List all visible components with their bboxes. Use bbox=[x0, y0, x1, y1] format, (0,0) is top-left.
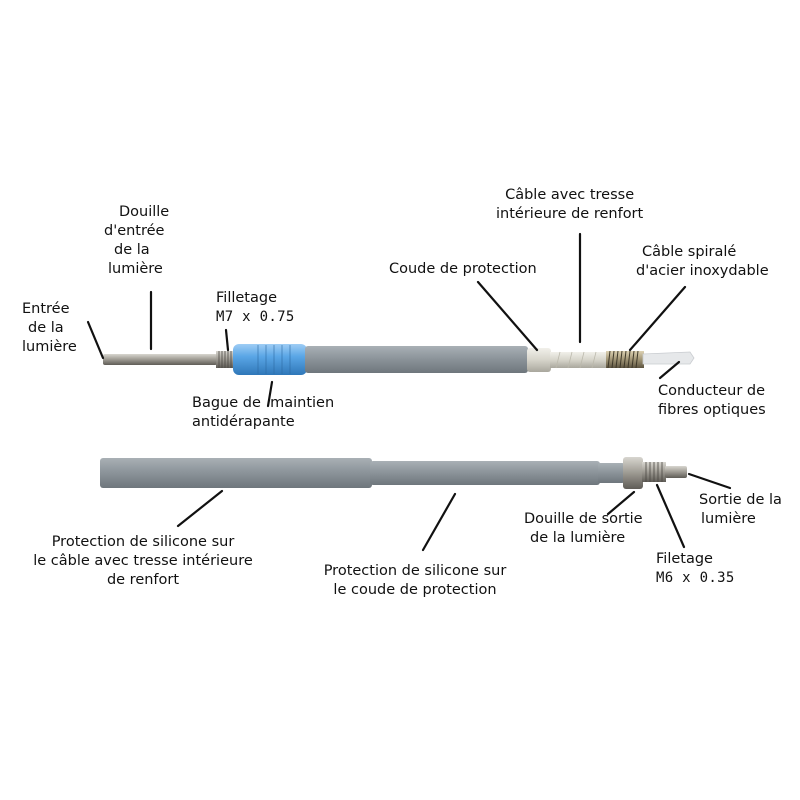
label-protection-coude: Protection de silicone sur le coude de p… bbox=[310, 562, 520, 600]
upper-cable bbox=[103, 344, 695, 375]
label-line: Câble spiralé bbox=[642, 244, 737, 260]
label-line: Filletage bbox=[216, 290, 277, 306]
label-line: le câble avec tresse intérieure bbox=[33, 553, 253, 569]
label-line: intérieure de renfort bbox=[496, 206, 644, 222]
braided-cable bbox=[550, 352, 608, 368]
leader-bague bbox=[266, 380, 274, 408]
leader-sortie bbox=[687, 472, 732, 490]
leader-douille-sortie bbox=[606, 490, 636, 516]
bend-protector bbox=[527, 348, 551, 372]
lower-bend-protector bbox=[370, 461, 600, 485]
label-line: fibres optiques bbox=[658, 402, 766, 418]
label-line: M6 x 0.35 bbox=[656, 570, 735, 586]
label-line: le coude de protection bbox=[333, 582, 497, 598]
label-line: M7 x 0.75 bbox=[216, 309, 295, 325]
label-line: Sortie de la bbox=[699, 492, 782, 508]
label-line: Bague de maintien bbox=[192, 395, 335, 411]
label-conducteur: Conducteur de fibres optiques bbox=[658, 382, 766, 420]
label-line: Conducteur de bbox=[658, 383, 766, 399]
leader-protection-coude bbox=[421, 492, 457, 552]
light-output-tip bbox=[665, 466, 687, 478]
label-line: Protection de silicone sur bbox=[51, 534, 235, 550]
label-entree-lumiere: Entrée de la lumière bbox=[22, 300, 77, 357]
leader-entree bbox=[86, 320, 105, 360]
label-douille-entree: Douille d'entrée de la lumière bbox=[104, 203, 169, 279]
label-protection-cable: Protection de silicone sur le câble avec… bbox=[18, 533, 268, 590]
label-line: lumière bbox=[701, 511, 756, 527]
label-sortie-lumiere: Sortie de la lumière bbox=[699, 491, 782, 529]
label-line: Douille bbox=[119, 204, 170, 220]
label-line: de renfort bbox=[106, 572, 180, 588]
lower-cable bbox=[100, 457, 687, 489]
leader-filetage bbox=[655, 483, 686, 549]
label-filletage: Filletage M7 x 0.75 bbox=[216, 289, 295, 327]
label-line: Entrée bbox=[22, 301, 70, 317]
anti-slip-grip-ring bbox=[233, 344, 307, 375]
leader-lines bbox=[86, 232, 732, 552]
label-line: de la bbox=[114, 242, 150, 258]
label-line: lumière bbox=[22, 339, 77, 355]
label-line: de la bbox=[28, 320, 64, 336]
label-line: de la lumière bbox=[530, 530, 626, 546]
label-filetage: Filetage M6 x 0.35 bbox=[656, 550, 735, 588]
label-cable-tresse: Câble avec tresse intérieure de renfort bbox=[496, 186, 643, 224]
label-coude: Coude de protection bbox=[389, 260, 537, 279]
label-line: lumière bbox=[108, 261, 163, 277]
light-input-tip bbox=[103, 354, 217, 365]
upper-silicone-sleeve bbox=[305, 346, 528, 373]
leader-filletage bbox=[224, 328, 230, 352]
label-line: Filetage bbox=[656, 551, 713, 567]
label-line: d'acier inoxydable bbox=[636, 263, 769, 279]
lower-silicone-sleeve bbox=[100, 458, 372, 488]
label-line: Douille de sortie bbox=[524, 511, 643, 527]
label-line: d'entrée bbox=[104, 223, 165, 239]
output-sleeve bbox=[623, 457, 643, 489]
leader-cable-spirale bbox=[628, 285, 687, 352]
label-bague: Bague de maintien antidérapante bbox=[192, 394, 334, 432]
label-line: Protection de silicone sur bbox=[323, 563, 507, 579]
optical-fiber-bundle bbox=[642, 351, 695, 365]
lower-bend-taper bbox=[598, 463, 624, 483]
label-cable-spirale: Câble spiralé d'acier inoxydable bbox=[636, 243, 769, 281]
label-line: Coude de protection bbox=[389, 261, 537, 277]
label-line: antidérapante bbox=[192, 414, 295, 430]
leader-conducteur bbox=[658, 360, 681, 380]
leader-protection-cable bbox=[176, 489, 224, 528]
label-line: Câble avec tresse bbox=[505, 187, 635, 203]
leader-coude bbox=[476, 280, 539, 352]
label-douille-sortie: Douille de sortie de la lumière bbox=[524, 510, 643, 548]
